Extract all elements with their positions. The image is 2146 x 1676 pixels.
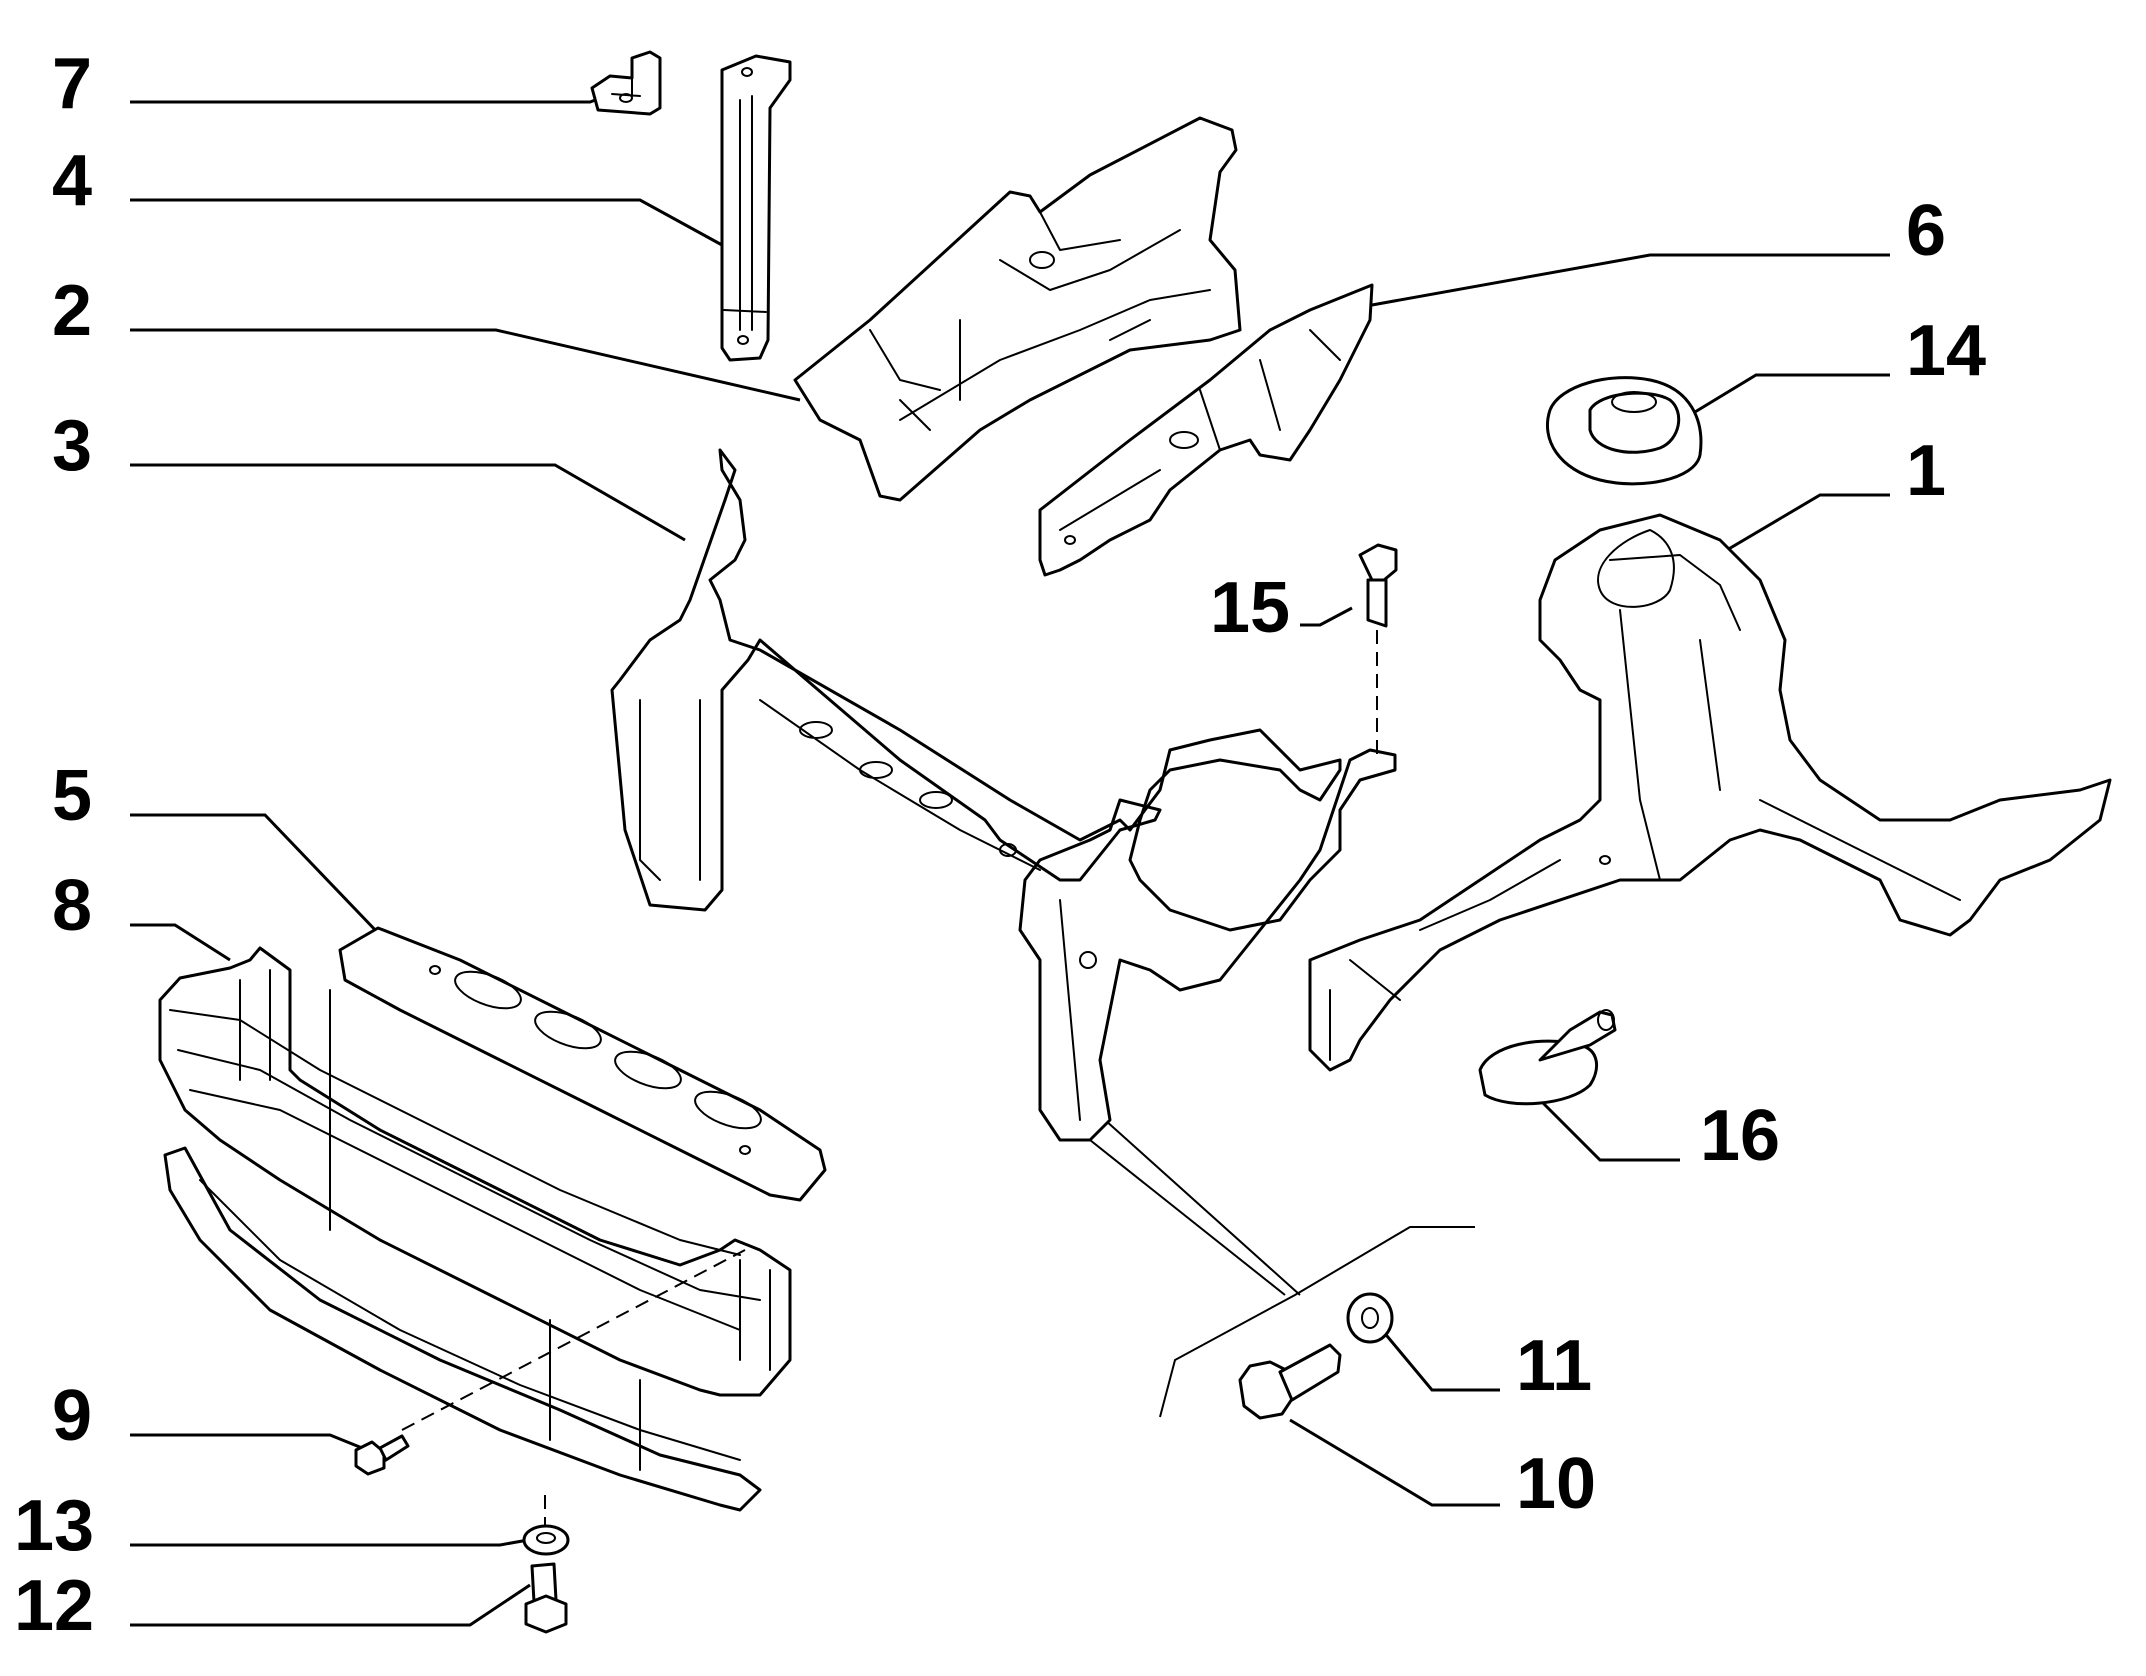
callout-labels: 7 4 2 3 5 8 9 13 12 6 14 1 15 16 11 10	[14, 44, 1986, 1646]
callout-1: 1	[1906, 431, 1946, 511]
callout-8: 8	[52, 866, 92, 946]
part-13-washer	[522, 1524, 570, 1556]
leader-6	[1371, 253, 1890, 307]
callout-16: 16	[1700, 1096, 1780, 1176]
callout-10: 10	[1516, 1444, 1596, 1524]
part-16-hose-grommet	[1478, 1009, 1617, 1106]
leader-16	[1538, 1098, 1680, 1162]
group-bracket-left-1	[1104, 1119, 1301, 1296]
part-10-bolt	[1238, 1343, 1342, 1420]
callout-2: 2	[52, 271, 92, 351]
callout-3: 3	[52, 406, 92, 486]
callout-15: 15	[1210, 568, 1290, 648]
group-bracket-top	[1159, 1226, 1475, 1418]
callout-12: 12	[14, 1566, 94, 1646]
leader-1	[1709, 493, 1890, 562]
callout-13: 13	[14, 1486, 94, 1566]
part-15-bolt	[1358, 543, 1398, 760]
part-8-bumper-beam	[158, 946, 792, 1530]
callout-6: 6	[1906, 191, 1946, 271]
callout-11: 11	[1516, 1326, 1592, 1406]
part-14-grommet	[1545, 376, 1703, 486]
callout-4: 4	[52, 141, 92, 221]
leader-13	[130, 1538, 529, 1547]
callout-5: 5	[52, 756, 92, 836]
part-11-washer	[1346, 1292, 1394, 1344]
leader-14	[1689, 373, 1890, 417]
part-1-side-rail	[1308, 513, 2112, 1072]
part-7-bracket	[590, 50, 662, 116]
leader-15	[1300, 606, 1353, 627]
group-bracket-left-2	[1089, 1139, 1286, 1296]
part-4-strap	[720, 54, 792, 362]
leader-4	[130, 198, 723, 247]
part-3-front-cross-member	[610, 448, 1397, 1142]
callout-9: 9	[52, 1376, 92, 1456]
part-2-upper-rail	[793, 116, 1242, 502]
leader-7	[130, 94, 607, 104]
leader-3	[130, 463, 686, 542]
leader-5	[130, 813, 382, 937]
leader-9	[130, 1433, 373, 1454]
leader-8	[130, 923, 231, 962]
part-9-bolt	[354, 1434, 410, 1476]
callout-7: 7	[52, 44, 92, 124]
leader-11	[1380, 1329, 1500, 1392]
callout-14: 14	[1906, 311, 1986, 391]
leader-12	[130, 1583, 531, 1627]
leader-lines	[130, 94, 1890, 1627]
part-5-crossbar-plate	[338, 926, 827, 1202]
part-12-bolt	[524, 1562, 568, 1634]
leader-10	[1289, 1418, 1500, 1507]
part-6-side-panel	[1038, 283, 1374, 577]
leader-2	[130, 328, 801, 402]
